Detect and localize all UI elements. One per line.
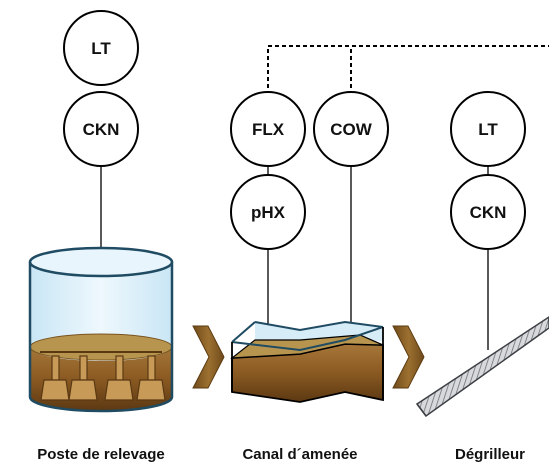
station-degrilleur: LT CKN Dégrilleur — [415, 91, 549, 463]
instrument-lt-2: LT — [450, 91, 526, 167]
instrument-lt-1: LT — [63, 10, 139, 86]
instrument-cow: COW — [313, 91, 389, 167]
station-canal-d-amenee: FLX pHX COW Canal d´amenée — [230, 91, 389, 463]
channel — [230, 320, 384, 403]
signal-line-dashed — [267, 45, 549, 95]
instrument-label: pHX — [251, 203, 286, 222]
pumping-tank — [28, 246, 174, 413]
station-caption: Poste de relevage — [37, 446, 165, 463]
instrument-phx: pHX — [230, 174, 306, 250]
instrument-ckn-2: CKN — [450, 174, 526, 250]
instrument-label: LT — [91, 39, 111, 58]
instrument-flx: FLX — [230, 91, 306, 167]
station-caption: Canal d´amenée — [242, 446, 357, 463]
instrument-label: FLX — [252, 120, 285, 139]
instrument-label: CKN — [83, 120, 120, 139]
instrument-label: COW — [330, 120, 373, 139]
station-caption: Dégrilleur — [455, 446, 525, 463]
pumps — [40, 351, 166, 401]
station-poste-de-relevage: LT CKN Poste de relevage — [28, 10, 174, 463]
instrument-ckn-1: CKN — [63, 91, 139, 167]
bar-screen — [415, 316, 549, 418]
flow-arrow-2 — [392, 325, 425, 389]
instrument-label: LT — [478, 120, 498, 139]
instrument-label: CKN — [470, 203, 507, 222]
flow-arrow-1 — [192, 325, 225, 389]
